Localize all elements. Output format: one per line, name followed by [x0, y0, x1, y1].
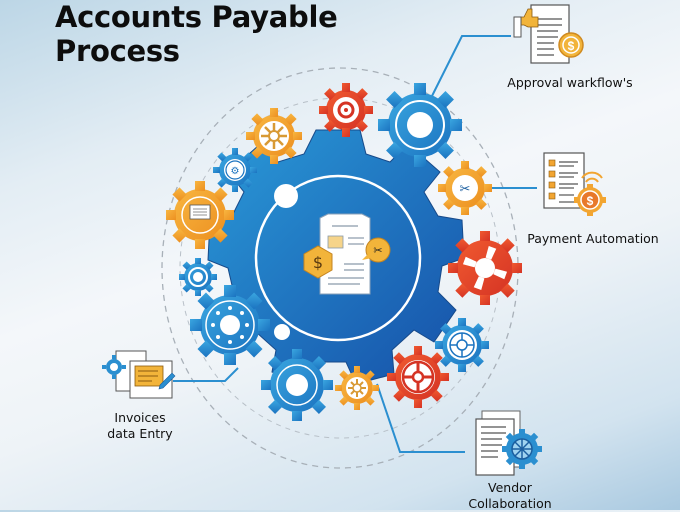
- gear-documents-pen-icon: [102, 350, 176, 399]
- tools-speech-bubble-icon: ✂: [362, 237, 391, 263]
- checklist-wireless-dollar-gear-icon: $: [543, 152, 606, 216]
- documents-gear-icon: [475, 410, 542, 476]
- svg-text:$: $: [568, 39, 575, 53]
- orange-gear-right-tools: ✂: [438, 161, 492, 215]
- svg-text:✂: ✂: [373, 244, 382, 257]
- svg-text:✂: ✂: [460, 181, 471, 196]
- title-line-1: Accounts Payable: [55, 0, 338, 34]
- page-title: Accounts Payable Process: [55, 0, 338, 68]
- title-line-2: Process: [55, 34, 180, 68]
- vendor-label-line-1: Vendor: [488, 480, 532, 495]
- approval-workflows-label: Approval warkflow's: [507, 75, 633, 90]
- svg-text:⚙: ⚙: [231, 166, 240, 177]
- invoices-label-line-2: data Entry: [107, 426, 173, 441]
- blue-gear-small-left: ⚙: [213, 148, 257, 192]
- red-gear-top: [319, 83, 373, 137]
- svg-text:$: $: [313, 253, 323, 272]
- red-gear-bottom-right: [387, 346, 449, 408]
- red-gear-right: [448, 231, 522, 305]
- dollar-hexagon-icon: $: [303, 245, 333, 279]
- invoice-document-icon: [319, 213, 371, 295]
- orange-gear-top-left: [246, 108, 302, 164]
- invoices-label-line-1: Invoices: [114, 410, 166, 425]
- orange-gear-bottom: [335, 366, 379, 410]
- invoices-data-entry-label: Invoices data Entry: [95, 410, 185, 442]
- orange-gear-left: [166, 181, 234, 249]
- thumbs-up-document-dollar-icon: $: [513, 4, 584, 64]
- vendor-collaboration-label: Vendor Collaboration: [460, 480, 560, 512]
- blue-gear-dotted-lower-left: [190, 285, 270, 365]
- svg-text:$: $: [587, 194, 594, 208]
- payment-automation-label: Payment Automation: [527, 231, 659, 246]
- vendor-label-line-2: Collaboration: [468, 496, 552, 511]
